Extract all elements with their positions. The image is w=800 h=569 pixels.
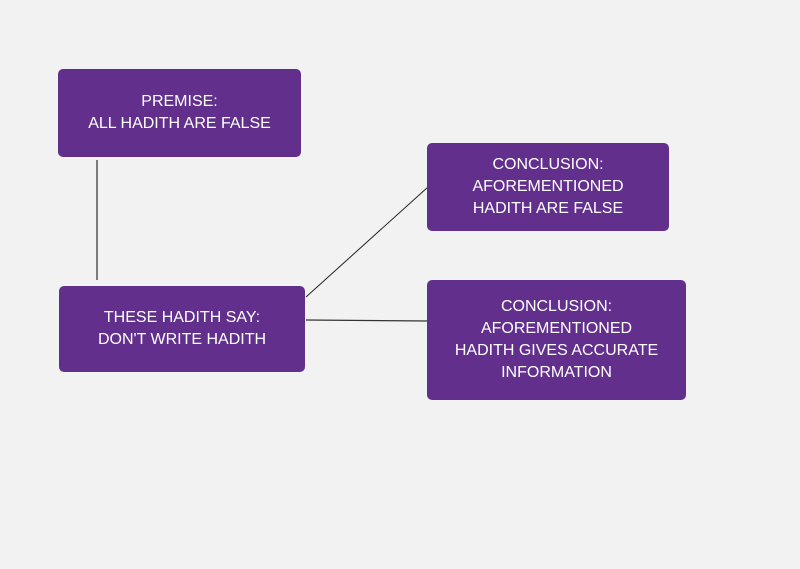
node-text: DON'T WRITE HADITH (97, 331, 267, 348)
node-text: AFOREMENTIONED (480, 320, 633, 337)
node-text: CONCLUSION: (500, 298, 613, 315)
node-text: INFORMATION (501, 364, 612, 381)
node-text: AFOREMENTIONED (472, 178, 624, 195)
connector-claim-to-conclusion-false (305, 186, 429, 298)
node-text: ALL HADITH ARE FALSE (88, 115, 271, 132)
claim-node[interactable]: THESE HADITH SAY: DON'T WRITE HADITH (59, 286, 305, 372)
conclusion-accurate-node[interactable]: CONCLUSION: AFOREMENTIONED HADITH GIVES … (427, 280, 686, 400)
conclusion-false-node[interactable]: CONCLUSION: AFOREMENTIONED HADITH ARE FA… (427, 143, 669, 231)
node-text: HADITH ARE FALSE (472, 200, 624, 217)
premise-node[interactable]: PREMISE: ALL HADITH ARE FALSE (58, 69, 301, 157)
node-text: HADITH GIVES ACCURATE (454, 342, 659, 359)
node-text: CONCLUSION: (492, 156, 604, 173)
connector-claim-to-conclusion-accurate (305, 319, 429, 322)
node-text: THESE HADITH SAY: (103, 309, 261, 326)
node-text: PREMISE: (141, 93, 218, 110)
